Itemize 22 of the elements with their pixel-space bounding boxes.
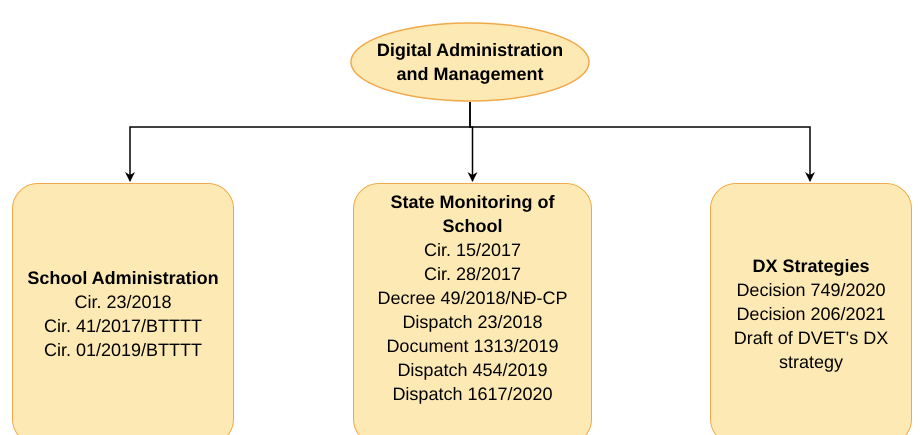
rounded-box <box>710 183 912 435</box>
document-reference: Dispatch 1617/2020 <box>392 383 553 406</box>
document-reference: Cir. 23/2018 <box>74 291 172 314</box>
box-heading: State Monitoring of School <box>390 191 556 238</box>
document-reference: Cir. 41/2017/BTTTT <box>44 315 202 338</box>
box-heading: School Administration <box>27 267 219 290</box>
document-reference: Dispatch 23/2018 <box>402 311 543 334</box>
box-heading: DX Strategies <box>752 255 870 278</box>
ellipse-node <box>350 22 590 102</box>
document-reference: Cir. 28/2017 <box>424 263 522 286</box>
rounded-box <box>12 183 234 435</box>
document-reference: Document 1313/2019 <box>386 335 559 358</box>
rounded-box <box>353 183 592 435</box>
document-reference: Cir. 01/2019/BTTTT <box>44 339 202 362</box>
document-reference: Dispatch 454/2019 <box>397 359 548 382</box>
document-reference: Decision 749/2020 <box>736 279 886 302</box>
root-title: Digital Administration and Management <box>376 39 564 86</box>
document-reference: Decision 206/2021 <box>736 303 886 326</box>
document-reference: Draft of DVET's DX strategy <box>732 327 890 374</box>
document-reference: Cir. 15/2017 <box>424 239 522 262</box>
document-reference: Decree 49/2018/NĐ-CP <box>377 287 568 310</box>
connector-arrow <box>469 102 815 182</box>
